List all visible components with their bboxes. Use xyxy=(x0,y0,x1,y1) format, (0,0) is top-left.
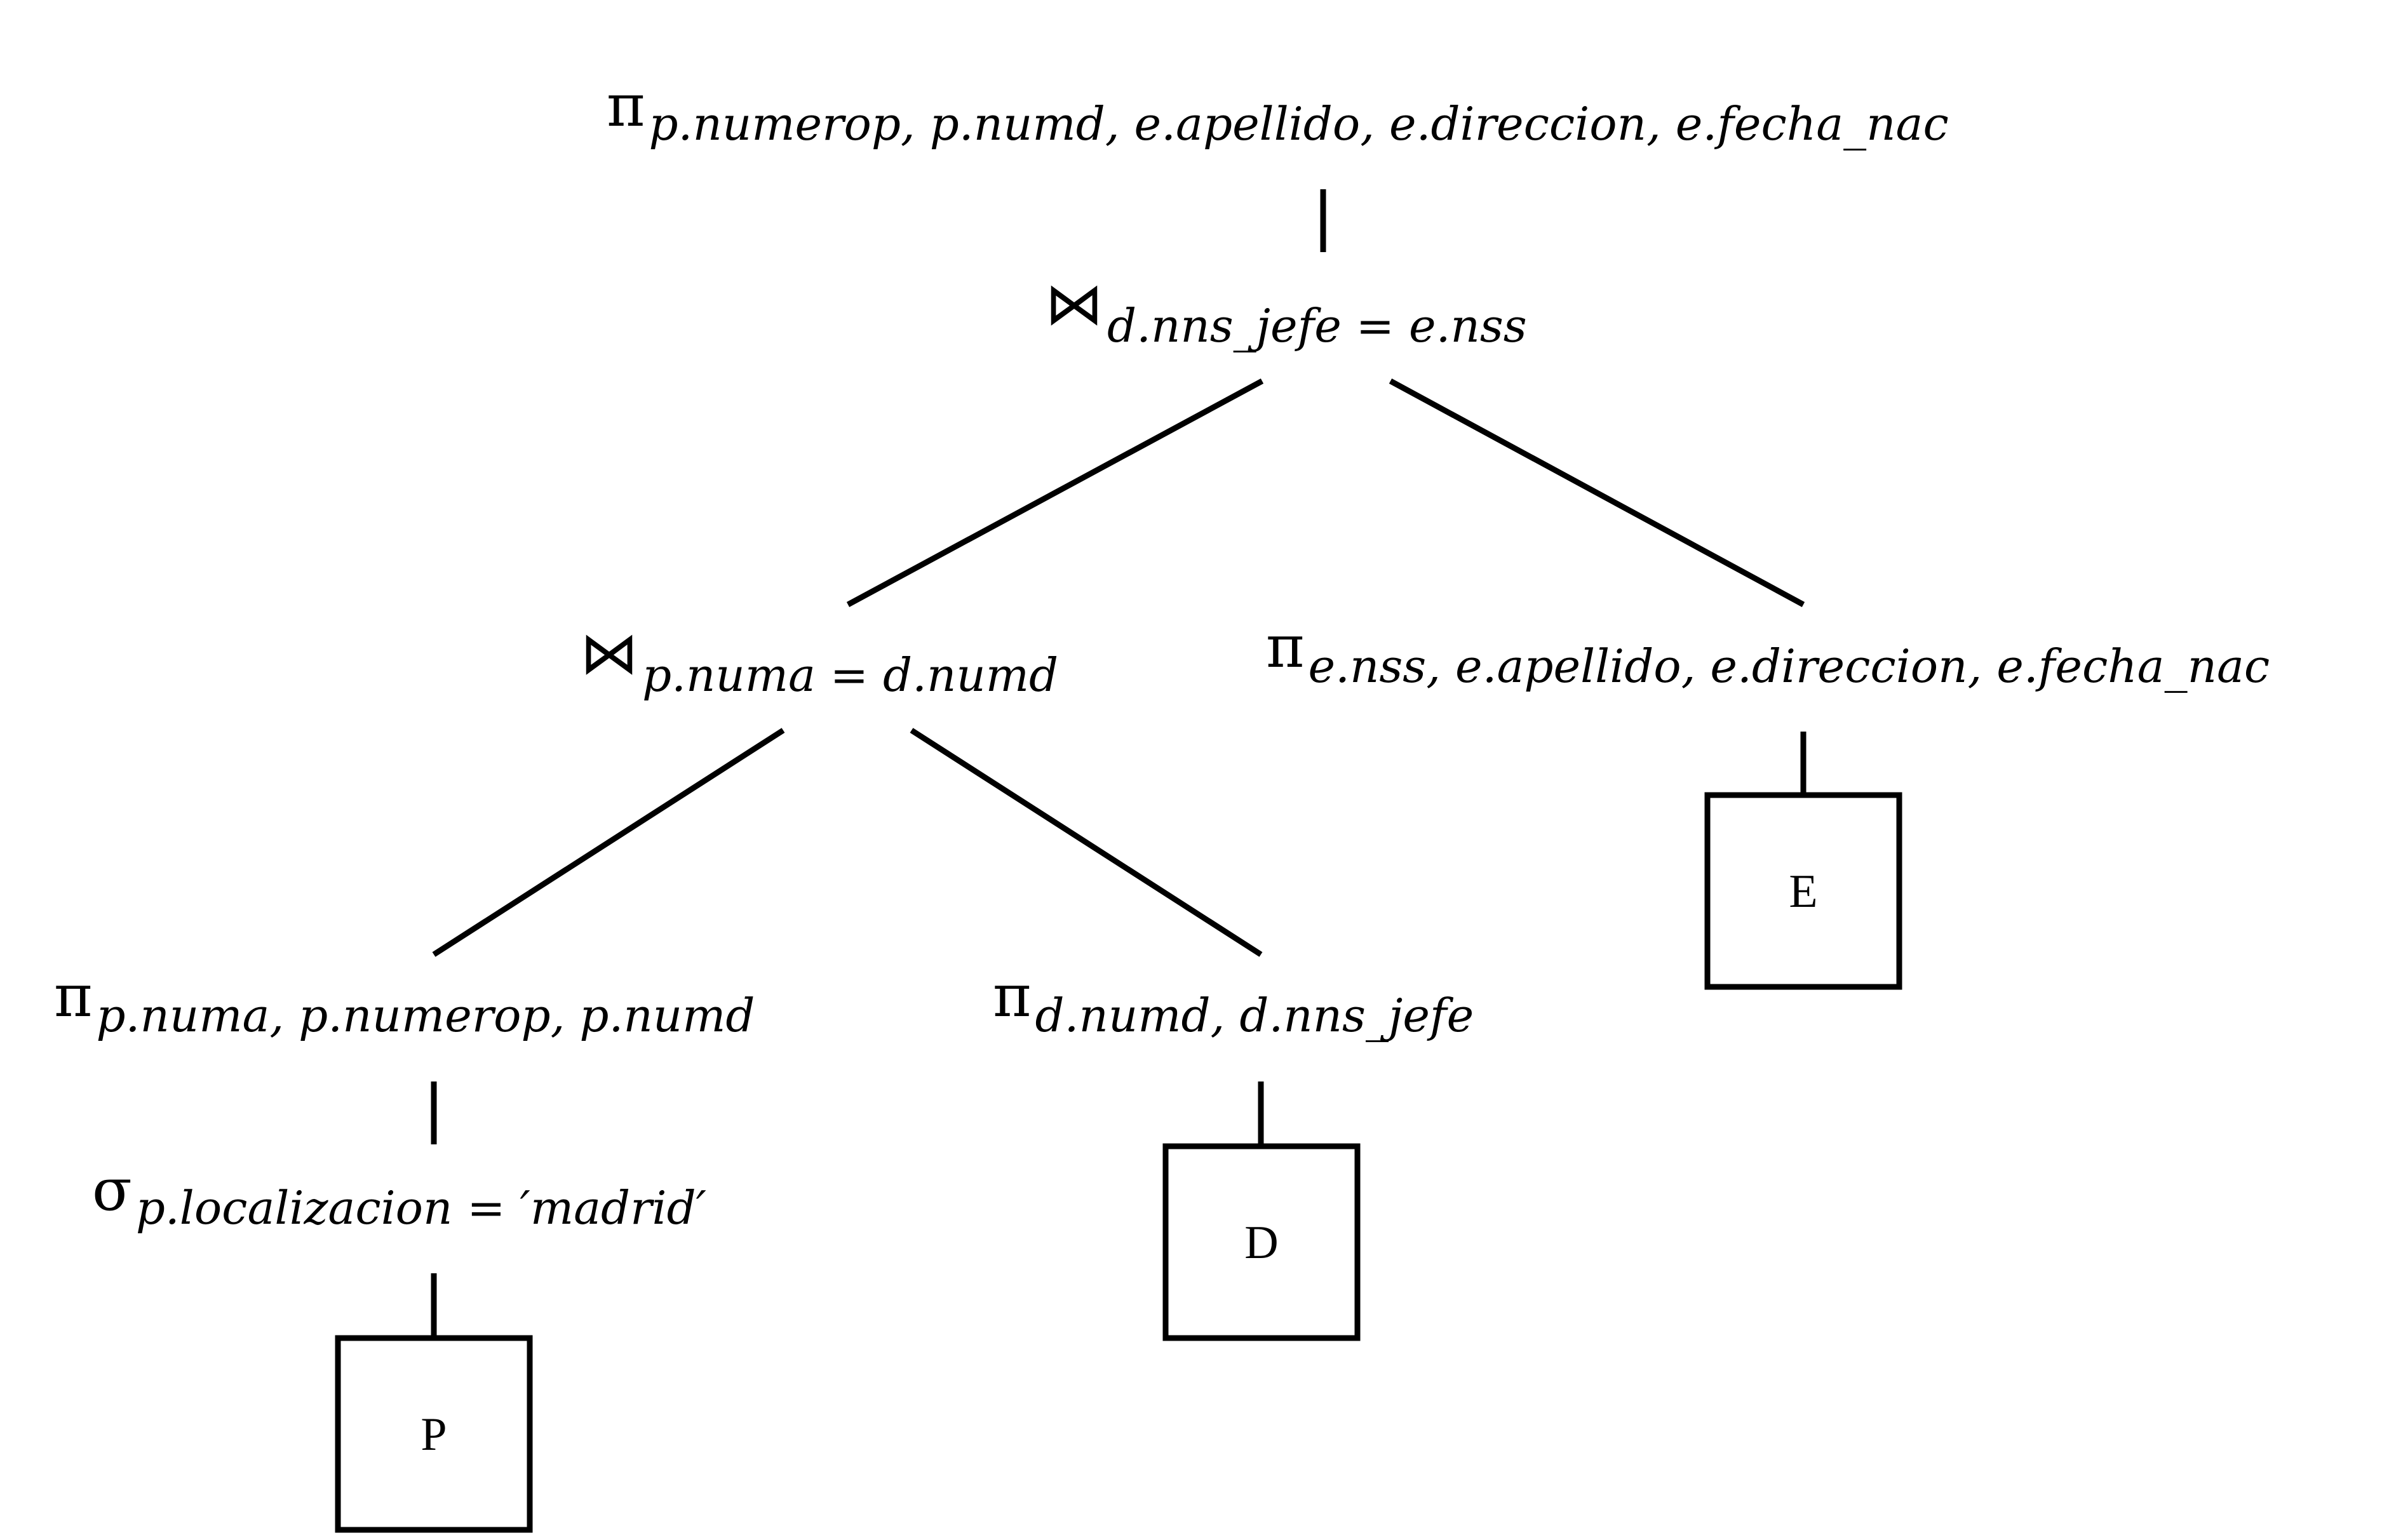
relation-d-box xyxy=(1162,1143,1361,1341)
edge-join-left-to-projection-p xyxy=(432,728,785,957)
relation-e-box xyxy=(1704,792,1902,990)
join-left-node: ⋈p.numa = d.numd xyxy=(580,619,1058,702)
join-left-operator: ⋈ xyxy=(580,619,638,687)
projection-d-attributes: d.numd, d.nns_jefe xyxy=(1035,989,1474,1042)
relation-p-label: P xyxy=(421,1409,447,1461)
selection-p-condition: p.localizacion = ′madrid′ xyxy=(136,1181,706,1235)
join-top-node: ⋈d.nns_jefe = e.nss xyxy=(1045,270,1527,352)
relation-p-box xyxy=(335,1335,533,1533)
projection-d-node: πd.numd, d.nns_jefe xyxy=(993,962,1474,1042)
projection-d-operator: π xyxy=(993,962,1031,1030)
root-projection-node: πp.numerop, p.numd, e.apellido, e.direcc… xyxy=(607,72,1949,151)
root-projection-attributes: p.numerop, p.numd, e.apellido, e.direcci… xyxy=(649,97,1948,151)
relation-d-node: D xyxy=(1162,1143,1361,1341)
relation-e-label: E xyxy=(1789,866,1817,918)
root-projection-operator: π xyxy=(607,72,645,140)
relation-p-node: P xyxy=(335,1335,533,1533)
edge-join-top-to-projection-e xyxy=(1389,378,1805,607)
selection-p-operator: σ xyxy=(92,1156,132,1224)
projection-p-attributes: p.numa, p.numerop, p.numd xyxy=(96,989,755,1042)
projection-e-attributes: e.nss, e.apellido, e.direccion, e.fecha_… xyxy=(1308,639,2270,693)
projection-p-node: πp.numa, p.numerop, p.numd xyxy=(54,962,755,1042)
relation-d-label: D xyxy=(1244,1217,1278,1269)
join-top-condition: d.nns_jefe = e.nss xyxy=(1107,299,1527,352)
join-left-condition: p.numa = d.numd xyxy=(642,648,1058,702)
edge-join-left-to-projection-d xyxy=(910,728,1263,957)
projection-p-operator: π xyxy=(54,962,92,1030)
edge-join-top-to-join-left xyxy=(846,378,1264,607)
projection-e-operator: π xyxy=(1266,613,1304,681)
selection-p-node: σp.localizacion = ′madrid′ xyxy=(92,1156,706,1235)
join-top-operator: ⋈ xyxy=(1045,270,1103,338)
relation-e-node: E xyxy=(1704,792,1902,990)
projection-e-node: πe.nss, e.apellido, e.direccion, e.fecha… xyxy=(1266,613,2270,693)
